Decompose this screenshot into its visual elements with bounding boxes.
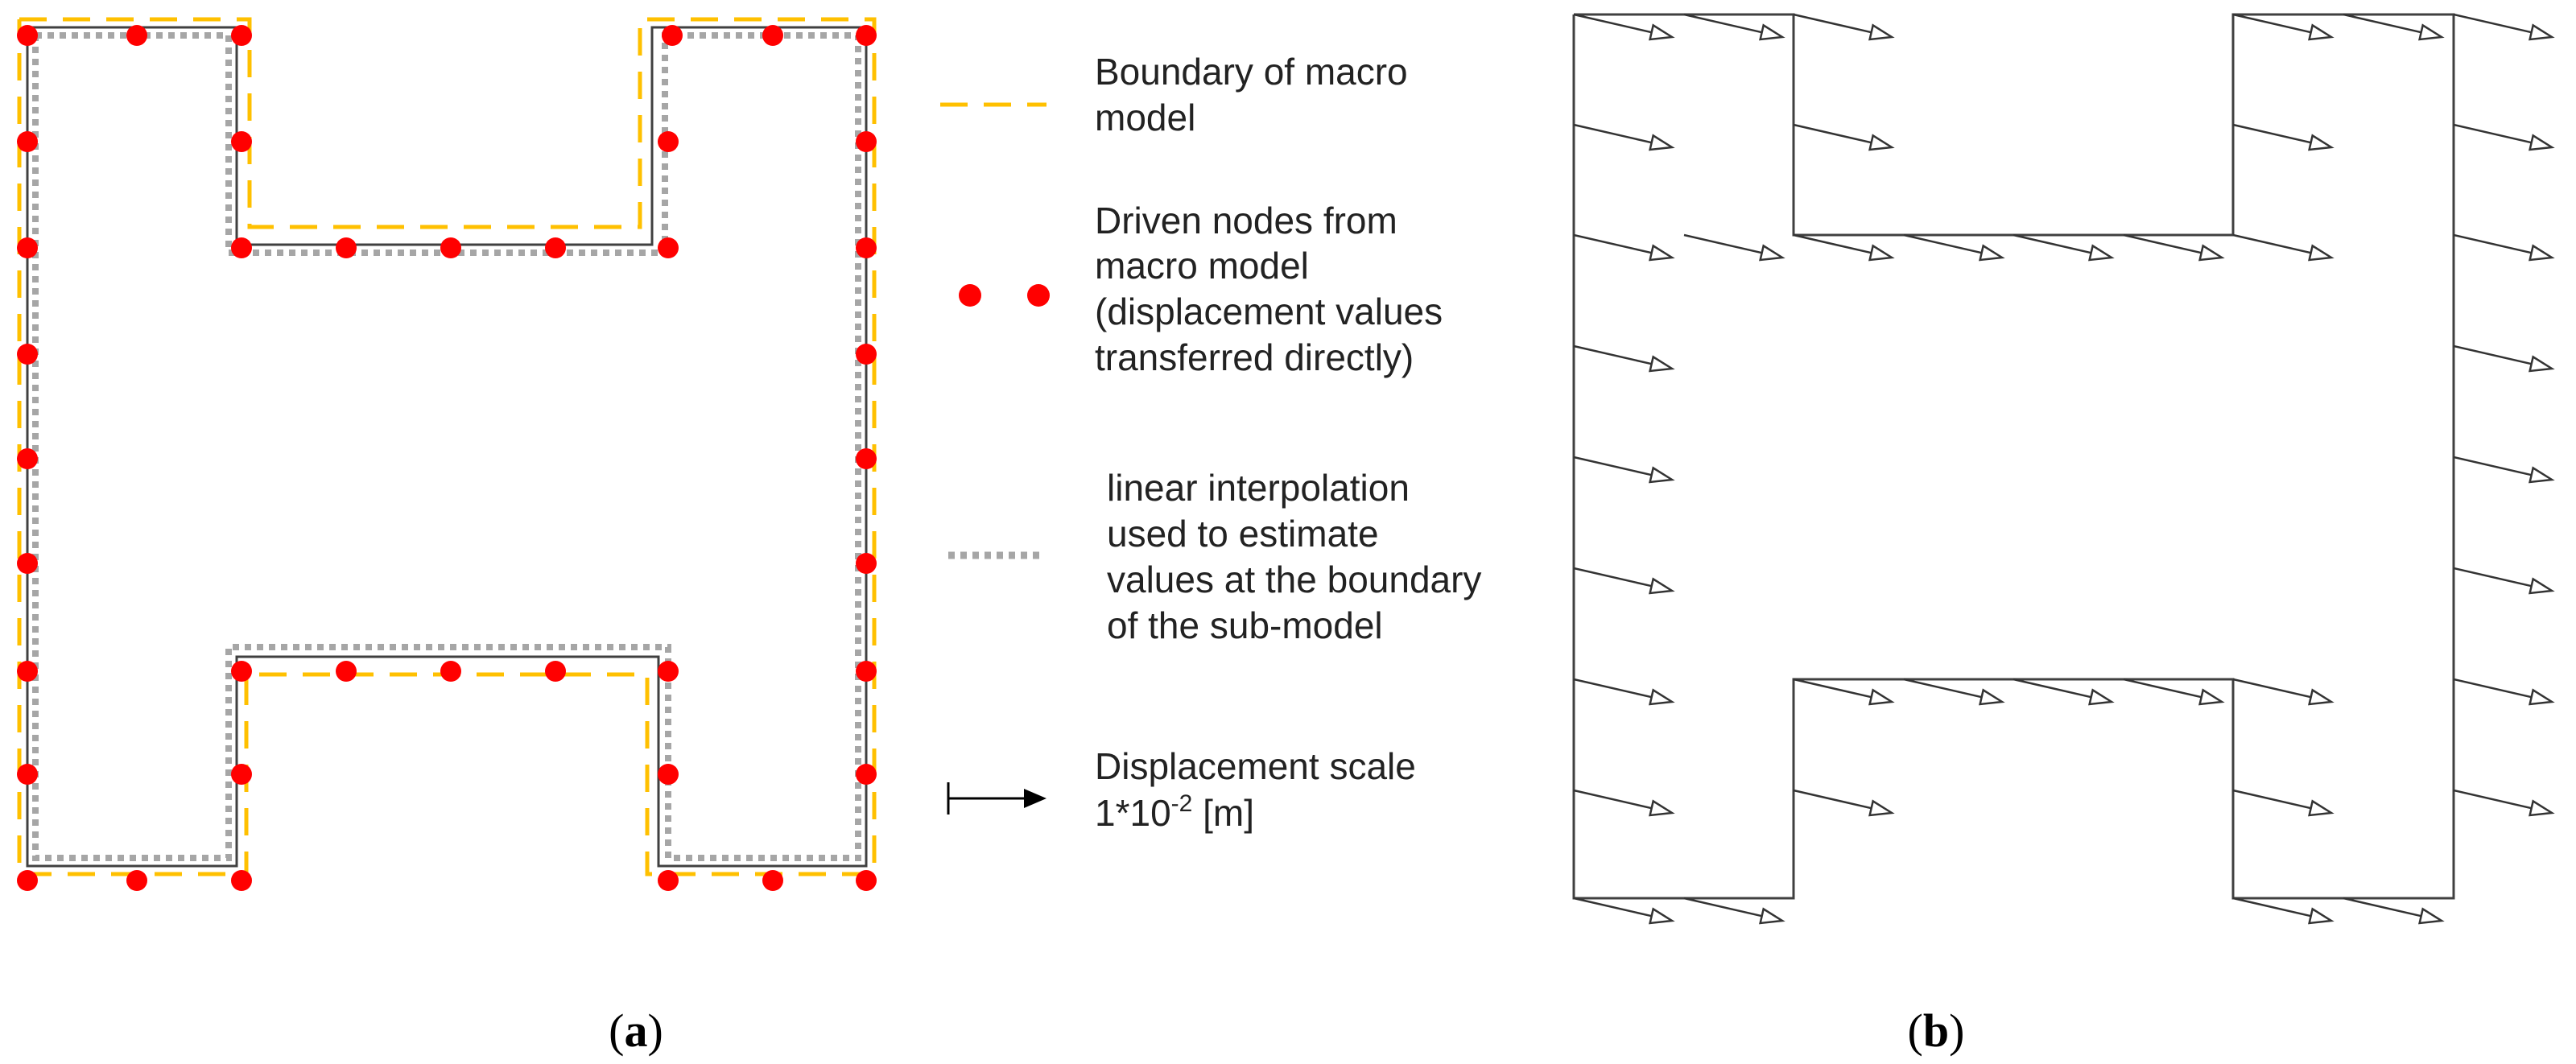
driven-node: [658, 870, 679, 891]
displacement-arrow: [1573, 567, 1675, 595]
macro-boundary-dashed: [17, 17, 877, 876]
driven-node: [762, 25, 783, 46]
driven-node: [17, 25, 38, 46]
driven-node: [231, 764, 252, 785]
displacement-arrow: [2453, 789, 2555, 817]
displacement-arrow: [2343, 897, 2445, 925]
displacement-arrows: [1573, 13, 2555, 925]
driven-node: [17, 870, 38, 891]
driven-node: [440, 661, 461, 682]
displacement-arrow: [1683, 13, 1785, 41]
displacement-arrow: [2453, 678, 2555, 706]
driven-node: [762, 870, 783, 891]
legend-interpolation-label: linear interpolation used to estimate va…: [1107, 467, 1492, 646]
displacement-arrow: [2013, 233, 2115, 262]
driven-node: [17, 661, 38, 682]
scale-bar: [947, 782, 1046, 814]
driven-node: [658, 237, 679, 258]
driven-node: [662, 25, 683, 46]
displacement-arrow: [1793, 123, 1895, 151]
displacement-arrow: [1573, 678, 1675, 706]
displacement-arrow: [1793, 13, 1895, 41]
displacement-arrow: [2232, 678, 2334, 706]
driven-node: [658, 131, 679, 152]
driven-node: [856, 237, 877, 258]
driven-node: [856, 131, 877, 152]
displacement-arrow: [1683, 233, 1785, 262]
driven-node: [17, 344, 38, 365]
legend-boundary-label: Boundary of macro model: [1095, 51, 1418, 138]
driven-node: [658, 661, 679, 682]
displacement-arrow: [1793, 789, 1895, 817]
displacement-arrow: [2453, 344, 2555, 373]
driven-node: [231, 131, 252, 152]
caption-a: (a): [609, 1004, 663, 1057]
driven-node: [856, 553, 877, 574]
driven-node: [17, 448, 38, 469]
driven-node: [856, 25, 877, 46]
driven-node: [545, 661, 566, 682]
driven-node: [17, 553, 38, 574]
displacement-arrow: [1573, 456, 1675, 484]
driven-node: [17, 764, 38, 785]
displacement-arrow: [2013, 678, 2115, 706]
driven-node: [658, 764, 679, 785]
displacement-arrow: [1903, 678, 2005, 706]
displacement-arrow: [2232, 789, 2334, 817]
driven-node: [856, 661, 877, 682]
displacement-arrow: [2343, 13, 2445, 41]
displacement-arrow: [2232, 123, 2334, 151]
driven-node: [126, 25, 147, 46]
driven-node: [856, 870, 877, 891]
displacement-arrow: [2123, 678, 2225, 706]
displacement-arrow: [2453, 13, 2555, 41]
displacement-arrow: [1573, 897, 1675, 925]
driven-node: [17, 131, 38, 152]
displacement-arrow: [2232, 897, 2334, 925]
legend: Boundary of macro model Driven nodes fro…: [940, 51, 1492, 834]
driven-node: [336, 661, 357, 682]
displacement-arrow: [2123, 233, 2225, 262]
caption-b: (b): [1908, 1004, 1965, 1057]
driven-node: [856, 448, 877, 469]
driven-node: [231, 870, 252, 891]
driven-node: [545, 237, 566, 258]
displacement-arrow: [1573, 344, 1675, 373]
driven-node: [231, 237, 252, 258]
driven-node: [231, 25, 252, 46]
driven-node: [231, 661, 252, 682]
displacement-arrow: [1793, 678, 1895, 706]
displacement-arrow: [2453, 567, 2555, 595]
driven-node: [856, 344, 877, 365]
driven-node: [336, 237, 357, 258]
displacement-arrow: [2232, 233, 2334, 262]
driven-node: [440, 237, 461, 258]
driven-node: [17, 237, 38, 258]
driven-node: [856, 764, 877, 785]
displacement-arrow: [2453, 233, 2555, 262]
panel-a: [17, 17, 877, 891]
panel-b: [1572, 13, 2555, 925]
displacement-arrow: [2453, 123, 2555, 151]
displacement-arrow: [1573, 123, 1675, 151]
displacement-arrow: [1573, 789, 1675, 817]
legend-driven-nodes-label: Driven nodes from macro model (displacem…: [1095, 200, 1453, 378]
displacement-arrow: [2453, 456, 2555, 484]
displacement-arrow: [1573, 233, 1675, 262]
displacement-arrow: [1683, 897, 1785, 925]
displacement-arrow: [1903, 233, 2005, 262]
legend-scale-label: Displacement scale 1*10-2 [m]: [1095, 745, 1426, 834]
displacement-arrow: [2232, 13, 2334, 41]
displacement-arrow: [1573, 13, 1675, 41]
submodel-boundary-solid: [26, 26, 868, 868]
driven-node: [126, 870, 147, 891]
displacement-arrow: [1793, 233, 1895, 262]
legend-node-swatch: [1027, 284, 1050, 307]
driven-nodes: [17, 25, 877, 891]
legend-node-swatch: [959, 284, 981, 307]
interpolation-dotted: [32, 32, 861, 861]
